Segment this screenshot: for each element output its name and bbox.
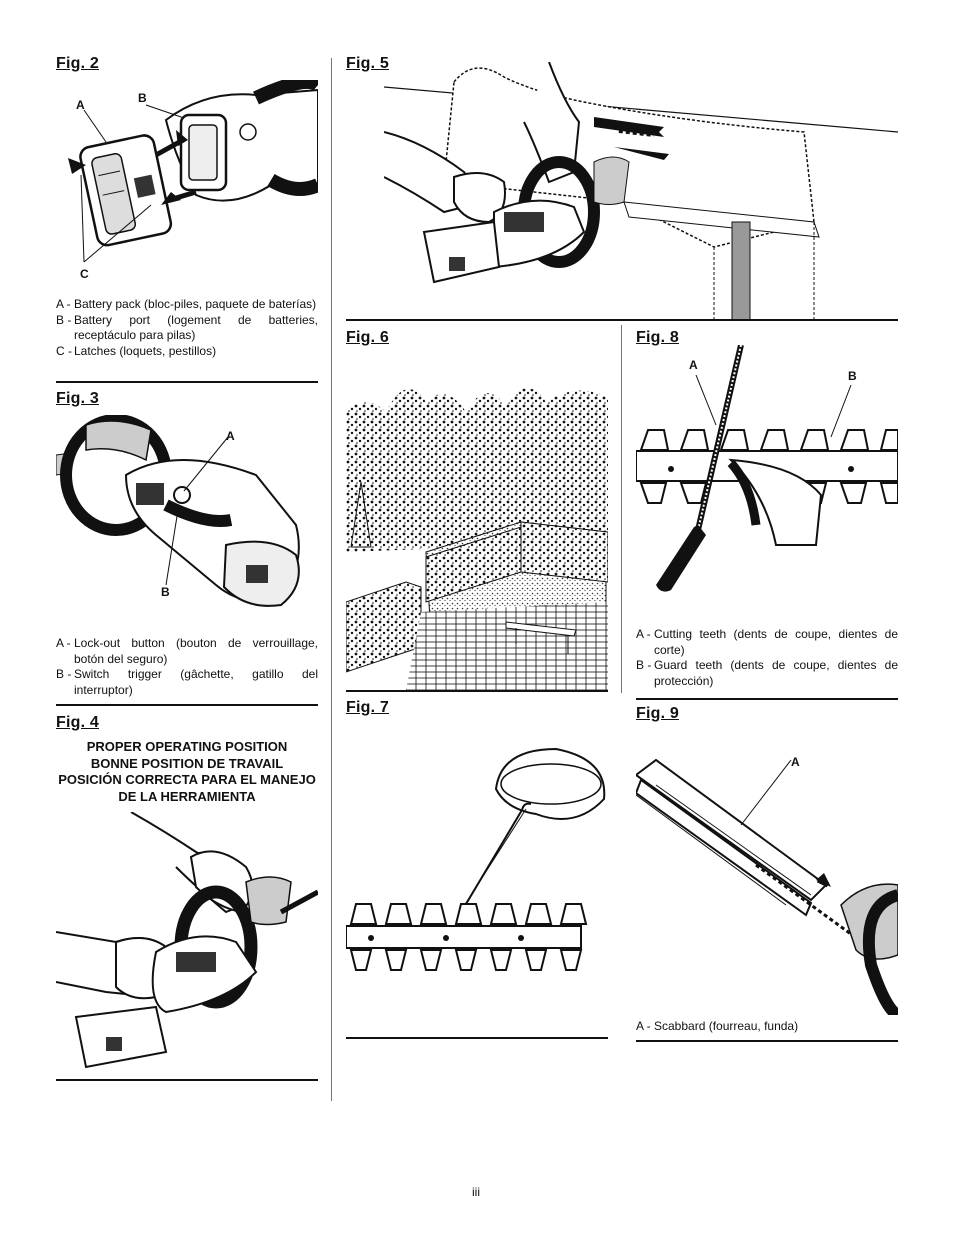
legend-row: B -Battery port (logement de batteries, … bbox=[56, 313, 318, 344]
fig3-title: Fig. 3 bbox=[56, 390, 99, 407]
legend-text: Latches (loquets, pestillos) bbox=[74, 343, 217, 358]
scabbard-illustration bbox=[636, 758, 898, 1015]
fig2-callout-c: C bbox=[80, 267, 89, 281]
fig9-callout-a: A bbox=[791, 755, 800, 769]
fig7-bottom-rule bbox=[346, 1037, 608, 1039]
legend-row: A -Battery pack (bloc-piles, paquete de … bbox=[56, 297, 318, 313]
legend-key: A - bbox=[636, 627, 651, 641]
fig4-heading-line: POSICIÓN CORRECTA PARA EL MANEJO bbox=[58, 772, 316, 787]
hedge-cutting-illustration bbox=[384, 62, 898, 320]
fig8-title: Fig. 8 bbox=[636, 329, 679, 346]
legend-key: B - bbox=[636, 658, 652, 672]
fig7-title: Fig. 7 bbox=[346, 699, 389, 716]
fig6-bottom-rule bbox=[346, 690, 608, 692]
fig4-heading-line: BONNE POSITION DE TRAVAIL bbox=[90, 755, 284, 771]
legend-row: B -Guard teeth (dents de coupe, dientes … bbox=[636, 658, 898, 689]
fig3-callout-b: B bbox=[161, 585, 170, 599]
fig2-callout-b: B bbox=[138, 91, 147, 105]
legend-row: A -Scabbard (fourreau, funda) bbox=[636, 1019, 898, 1035]
fig4-bottom-rule bbox=[56, 1079, 318, 1081]
page-number: iii bbox=[472, 1185, 480, 1199]
fig4-heading: PROPER OPERATING POSITION BONNE POSITION… bbox=[56, 739, 318, 805]
battery-pack-illustration bbox=[68, 80, 318, 263]
fig8-legend: A -Cutting teeth (dents de coupe, diente… bbox=[636, 627, 898, 689]
oil-can-illustration bbox=[346, 747, 606, 971]
column-divider-right bbox=[621, 325, 622, 693]
legend-text: Scabbard (fourreau, funda) bbox=[654, 1019, 799, 1033]
legend-text: Cutting teeth (dents de coupe, dientes d… bbox=[654, 627, 898, 657]
legend-text: Lock-out button (bouton de verrouillage,… bbox=[74, 636, 318, 666]
fig8-callout-a: A bbox=[689, 358, 698, 372]
fig9-title: Fig. 9 bbox=[636, 705, 679, 722]
legend-row: B -Switch trigger (gâchette, gatillo del… bbox=[56, 667, 318, 698]
fig8-callout-b: B bbox=[848, 369, 857, 383]
legend-text: Battery pack (bloc-piles, paquete de bat… bbox=[74, 297, 317, 311]
fig9-bottom-rule bbox=[636, 1040, 898, 1042]
column-divider-left bbox=[331, 58, 332, 1101]
fig4-heading-line: DE LA HERRAMIENTA bbox=[118, 788, 256, 804]
fig8-bottom-rule bbox=[636, 698, 898, 700]
fig9-legend: A -Scabbard (fourreau, funda) bbox=[636, 1019, 898, 1035]
hedge-garden-illustration bbox=[346, 372, 608, 690]
fig2-title: Fig. 2 bbox=[56, 55, 99, 72]
fig4-heading-line: PROPER OPERATING POSITION bbox=[86, 739, 288, 754]
fig3-legend: A -Lock-out button (bouton de verrouilla… bbox=[56, 636, 318, 698]
fig3-bottom-rule bbox=[56, 704, 318, 706]
fig2-bottom-rule bbox=[56, 381, 318, 383]
legend-key: B - bbox=[56, 667, 72, 681]
legend-key: B - bbox=[56, 312, 72, 327]
operating-position-illustration bbox=[56, 812, 318, 1069]
legend-row: A -Lock-out button (bouton de verrouilla… bbox=[56, 636, 318, 667]
fig5-title: Fig. 5 bbox=[346, 55, 389, 72]
legend-key: A - bbox=[56, 636, 71, 650]
legend-key: A - bbox=[636, 1019, 651, 1033]
legend-row: C -Latches (loquets, pestillos) bbox=[56, 344, 318, 360]
legend-text: Battery port (logement de batteries, rec… bbox=[74, 312, 318, 343]
legend-row: A -Cutting teeth (dents de coupe, diente… bbox=[636, 627, 898, 658]
legend-text: Guard teeth (dents de coupe, dientes de … bbox=[654, 658, 898, 688]
file-tool-illustration bbox=[636, 345, 898, 592]
fig5-bottom-rule bbox=[346, 319, 898, 321]
fig6-title: Fig. 6 bbox=[346, 329, 389, 346]
fig2-legend: A -Battery pack (bloc-piles, paquete de … bbox=[56, 297, 318, 359]
fig4-title: Fig. 4 bbox=[56, 714, 99, 731]
fig2-callout-a: A bbox=[76, 98, 85, 112]
legend-text: Switch trigger (gâchette, gatillo del in… bbox=[74, 667, 318, 697]
fig3-callout-a: A bbox=[226, 429, 235, 443]
legend-key: C - bbox=[56, 343, 72, 358]
hedge-trimmer-illustration bbox=[56, 415, 300, 607]
legend-key: A - bbox=[56, 297, 71, 311]
